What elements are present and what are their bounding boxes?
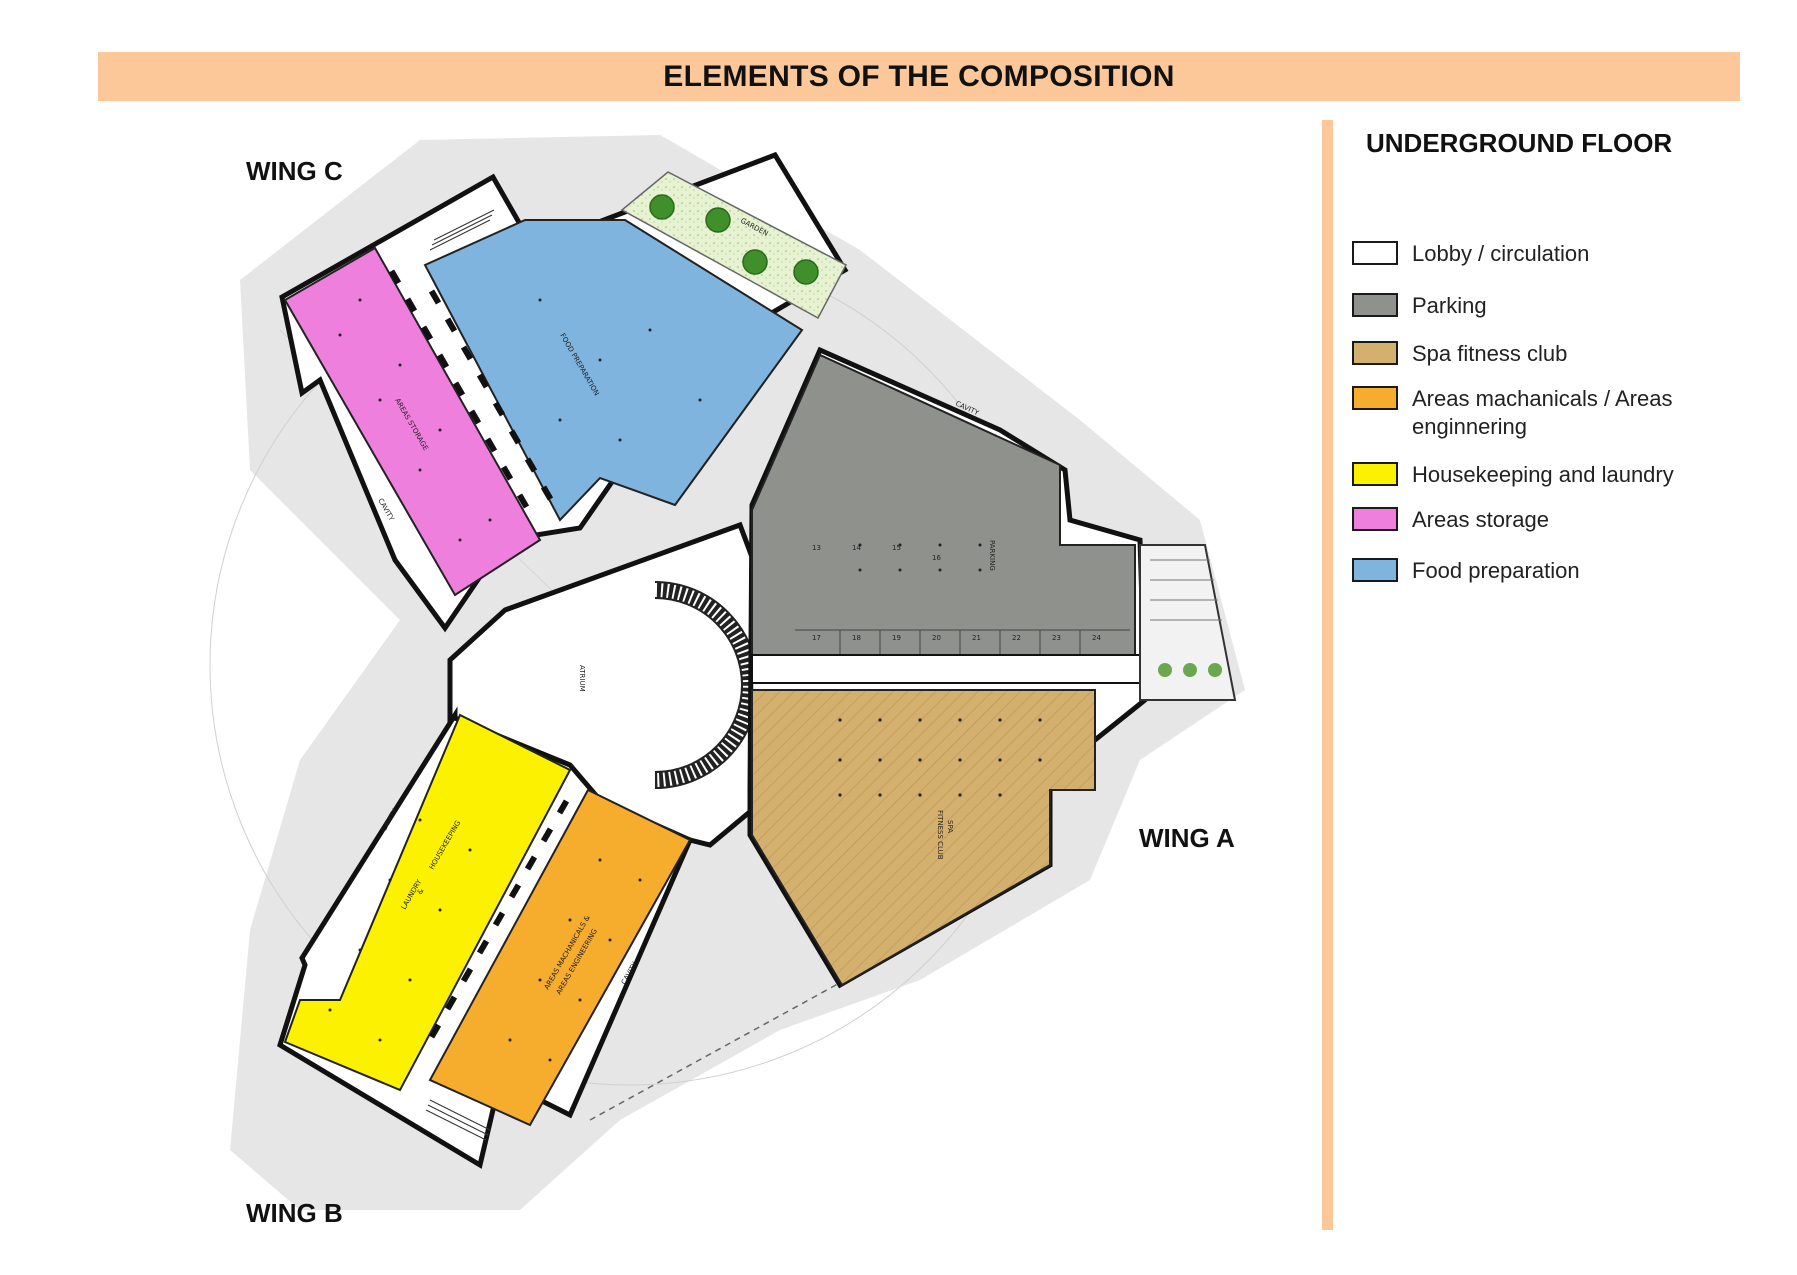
- food-columns: [428, 289, 554, 501]
- wing-b-dots: [328, 818, 642, 1062]
- parking-number-labels: 13 14 15 16 17 18 19 20 21 22 23 24: [812, 544, 1101, 642]
- label-parking: PARKING: [988, 540, 996, 571]
- wing-b-columns: [428, 799, 570, 1039]
- storage-columns: [388, 269, 530, 509]
- label-spa-line2: FITNESS CLUB: [936, 810, 944, 860]
- legend-label: Areas machanicals / Areas enginnering: [1412, 386, 1673, 439]
- legend-swatch: [1352, 241, 1398, 265]
- wing-c-stair: [429, 209, 495, 251]
- legend-title: UNDERGROUND FLOOR: [1366, 128, 1673, 158]
- garden-trees: [649, 194, 819, 285]
- area-food-preparation: [423, 219, 804, 522]
- wing-b-stair: [425, 1099, 491, 1141]
- legend-item-lobby: Lobby / circulation: [1352, 240, 1732, 268]
- legend-item-spa: Spa fitness club: [1352, 340, 1732, 368]
- legend-swatch: [1352, 293, 1398, 317]
- parking-number: 16: [932, 554, 941, 562]
- legend-item-storage: Areas storage: [1352, 506, 1732, 534]
- label-atrium: ATRIUM: [578, 665, 586, 692]
- legend-swatch: [1352, 341, 1398, 365]
- page-title: ELEMENTS OF THE COMPOSITION: [663, 59, 1175, 93]
- area-spa-fitness: [751, 689, 1096, 987]
- spa-dots: [838, 718, 1042, 797]
- legend-item-housekeeping: Housekeeping and laundry: [1352, 461, 1732, 489]
- area-garden: [620, 171, 848, 320]
- parking-ramp: [1139, 544, 1237, 701]
- label-house-line2: &: [416, 887, 426, 896]
- parking-number: 13: [812, 544, 821, 552]
- legend-label: Lobby / circulation: [1412, 241, 1590, 266]
- parking-number: 21: [972, 634, 981, 642]
- area-mechanical-engineering: [428, 788, 692, 1127]
- legend-swatch: [1352, 507, 1398, 531]
- parking-number: 19: [892, 634, 901, 642]
- legend-item-parking: Parking: [1352, 292, 1732, 320]
- parking-number: 18: [852, 634, 861, 642]
- grid-dots-wing-c: [338, 298, 702, 542]
- parking-stalls: [795, 629, 1130, 655]
- legend-divider: [1322, 120, 1333, 1230]
- legend-swatch: [1352, 386, 1398, 410]
- parking-number: 14: [852, 544, 861, 552]
- parking-number: 24: [1092, 634, 1101, 642]
- wing-c-label: WING C: [246, 156, 343, 186]
- legend-label: Housekeeping and laundry: [1412, 462, 1674, 487]
- parking-number: 17: [812, 634, 821, 642]
- area-storage: [283, 246, 542, 597]
- wing-a-label: WING A: [1139, 823, 1235, 853]
- legend-item-mechanical: Areas machanicals / Areas enginnering: [1352, 385, 1732, 441]
- legend-label: Areas storage: [1412, 507, 1549, 532]
- parking-dots: [858, 543, 982, 572]
- parking-corridor: [751, 654, 1143, 684]
- legend-label: Spa fitness club: [1412, 341, 1568, 366]
- label-spa-line1: SPA: [946, 820, 954, 833]
- legend-label: Food preparation: [1412, 558, 1580, 583]
- legend-swatch: [1352, 462, 1398, 486]
- parking-number: 20: [932, 634, 941, 642]
- parking-number: 23: [1052, 634, 1061, 642]
- ramp-planters: [1158, 663, 1222, 677]
- parking-number: 15: [892, 544, 901, 552]
- legend-swatch: [1352, 558, 1398, 582]
- wing-b-label: WING B: [246, 1198, 343, 1228]
- title-bar: ELEMENTS OF THE COMPOSITION: [98, 52, 1740, 101]
- legend-item-food: Food preparation: [1352, 557, 1732, 585]
- area-housekeeping-laundry: [283, 713, 572, 1092]
- parking-number: 22: [1012, 634, 1021, 642]
- legend-label: Parking: [1412, 293, 1487, 318]
